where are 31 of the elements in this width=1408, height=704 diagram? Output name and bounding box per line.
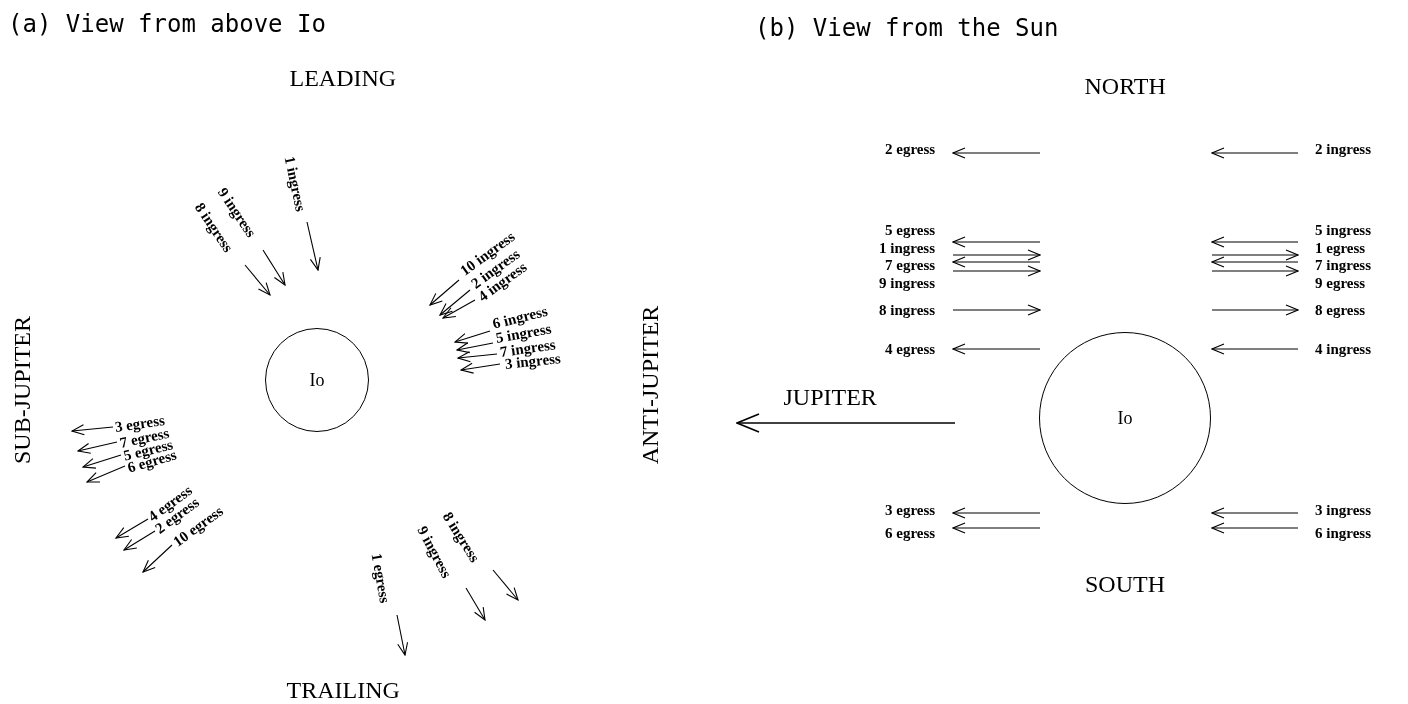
arrow-label: 9 egress xyxy=(1315,275,1366,291)
moon-label: Io xyxy=(1117,407,1133,429)
arrow-label: 7 egress xyxy=(885,257,936,273)
direction-label: LEADING xyxy=(289,66,397,90)
arrow-label: 1 egress xyxy=(368,551,393,604)
arrow-label: 1 ingress xyxy=(281,154,308,213)
arrow-label: 1 egress xyxy=(1315,240,1366,256)
arrow-label: 3 egress xyxy=(885,502,936,518)
arrow-label: 1 ingress xyxy=(879,240,935,256)
arrow-label: 2 egress xyxy=(885,141,936,157)
panel-title: (a) View from above Io xyxy=(8,12,326,36)
arrow-label: 5 ingress xyxy=(1315,222,1371,238)
arrow-label: 8 ingress xyxy=(879,302,935,318)
direction-label: NORTH xyxy=(1084,74,1166,98)
panel-title: (b) View from the Sun xyxy=(755,16,1059,40)
direction-label: TRAILING xyxy=(286,678,400,702)
direction-label: SOUTH xyxy=(1085,572,1165,596)
arrow-label: 9 ingress xyxy=(879,275,935,291)
arrow-label: 2 ingress xyxy=(1315,141,1371,157)
arrow-label: 7 ingress xyxy=(1315,257,1371,273)
direction-label: SUB-JUPITER xyxy=(10,316,34,464)
arrow-label: 5 egress xyxy=(885,222,936,238)
arrow-label: 3 ingress xyxy=(1315,502,1371,518)
arrow-label: 4 ingress xyxy=(1315,341,1371,357)
direction-label: ANTI-JUPITER xyxy=(637,305,662,465)
direction-label: JUPITER xyxy=(783,385,877,409)
arrow-label: 6 egress xyxy=(885,525,936,541)
arrow-label: 8 egress xyxy=(1315,302,1366,318)
arrow-label: 4 egress xyxy=(885,341,936,357)
arrow-label: 6 ingress xyxy=(1315,525,1371,541)
moon-label: Io xyxy=(309,369,325,391)
